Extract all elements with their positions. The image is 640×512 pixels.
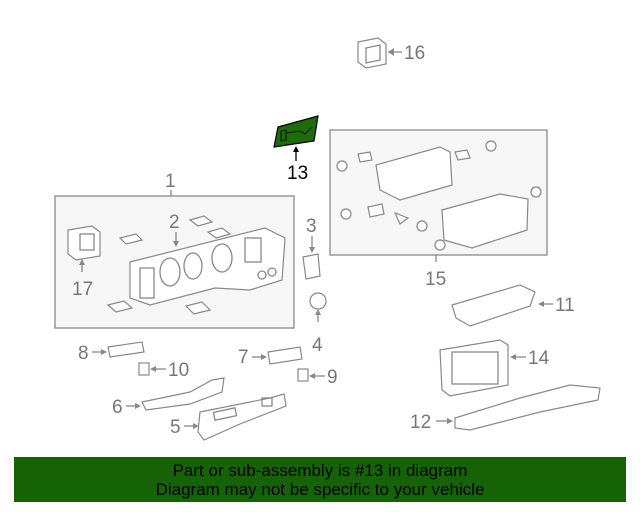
callout-8: 8 — [78, 343, 89, 364]
banner-line-2: Diagram may not be specific to your vehi… — [155, 480, 485, 499]
callout-10: 10 — [168, 360, 189, 381]
callout-17: 17 — [72, 279, 93, 300]
part-16[interactable] — [357, 37, 402, 69]
part-11[interactable] — [451, 284, 553, 327]
part-8[interactable] — [92, 341, 145, 358]
part-13[interactable] — [273, 115, 319, 161]
callout-4: 4 — [312, 335, 323, 356]
part-4[interactable] — [309, 292, 327, 322]
callout-6: 6 — [112, 397, 123, 418]
part-10[interactable] — [138, 362, 166, 376]
callout-11: 11 — [555, 295, 575, 316]
callout-16: 16 — [404, 43, 425, 64]
part-15[interactable] — [336, 140, 542, 251]
part-5[interactable] — [184, 393, 287, 441]
callout-13: 13 — [287, 163, 308, 184]
part-12[interactable] — [436, 384, 601, 431]
callout-9: 9 — [327, 367, 338, 388]
clip-parts — [106, 215, 232, 315]
callout-12: 12 — [410, 412, 431, 433]
callout-5: 5 — [170, 417, 181, 438]
callout-14: 14 — [528, 348, 550, 369]
callout-2: 2 — [169, 212, 180, 233]
banner-line-1: Part or sub-assembly is #13 in diagram — [172, 461, 468, 480]
callout-3: 3 — [306, 216, 317, 237]
part-3[interactable] — [302, 236, 321, 280]
callout-7: 7 — [238, 347, 249, 368]
part-17[interactable] — [67, 225, 101, 272]
part-6[interactable] — [126, 377, 225, 411]
part-7[interactable] — [252, 346, 303, 365]
part-2[interactable] — [129, 227, 286, 306]
part-14[interactable] — [439, 339, 526, 397]
callout-15: 15 — [425, 269, 446, 290]
callout-1: 1 — [165, 171, 176, 192]
part-9[interactable] — [297, 368, 325, 382]
notice-banner: Part or sub-assembly is #13 in diagram D… — [14, 457, 626, 502]
